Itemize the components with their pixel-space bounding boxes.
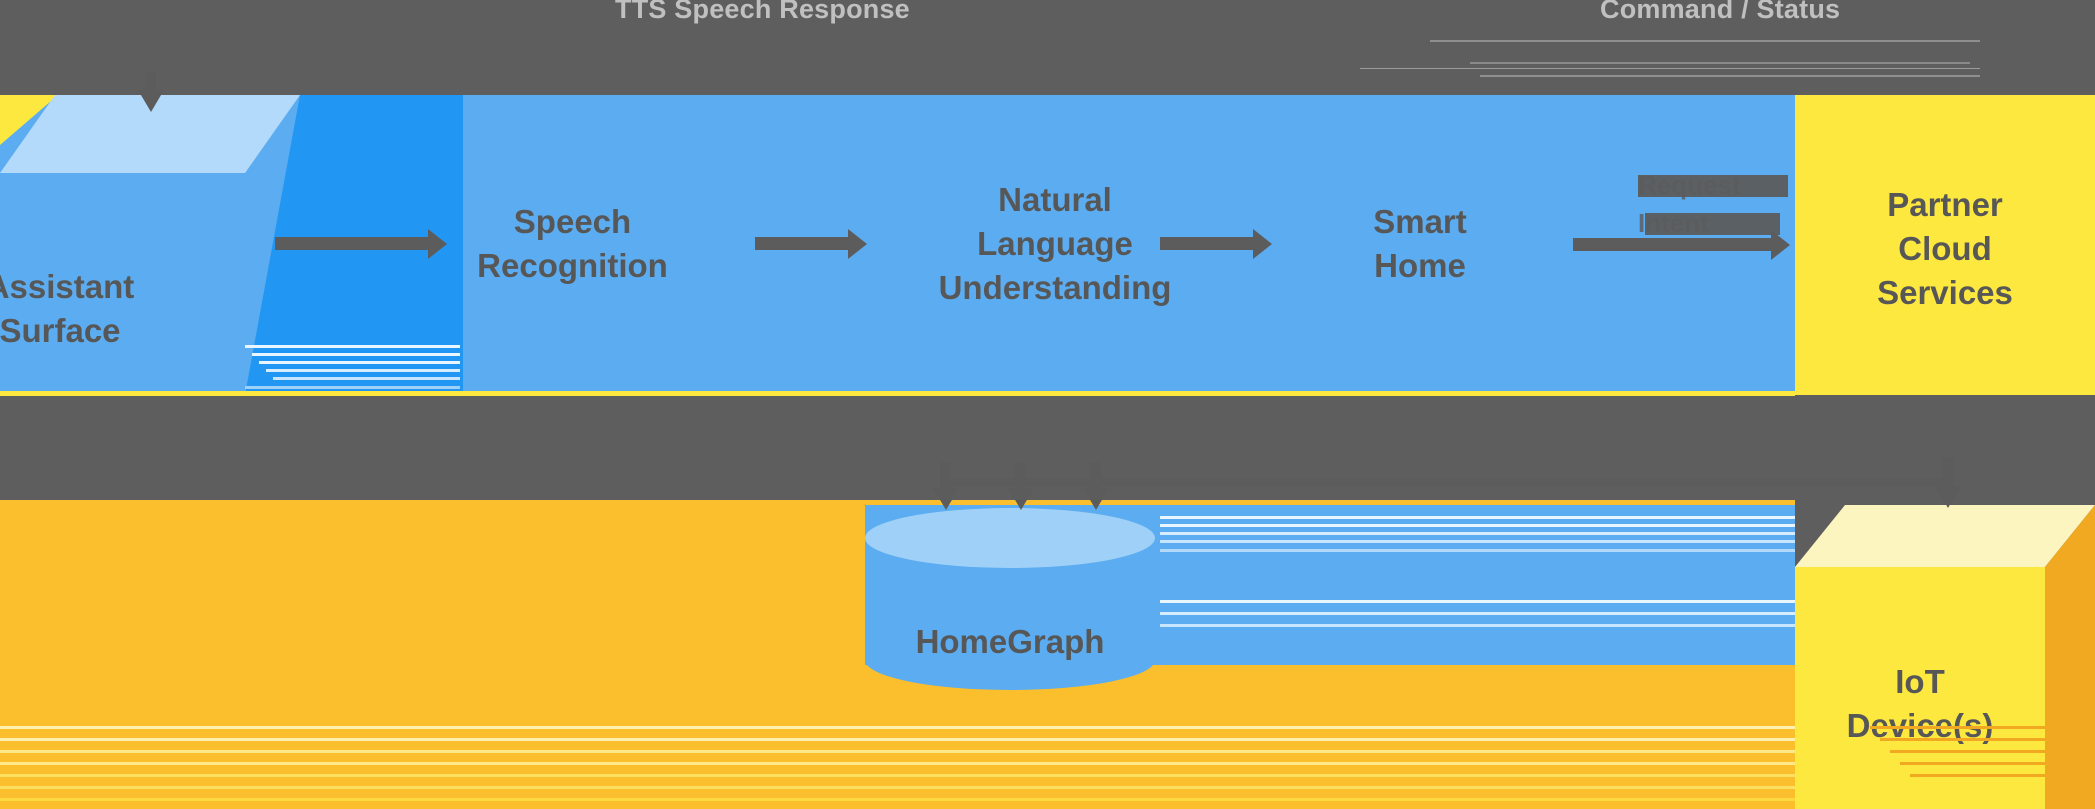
- arrow-into-iot-devices: [1942, 458, 1953, 488]
- artifact-line: [1480, 75, 1980, 77]
- arrow-speech-to-nlu: [755, 237, 850, 250]
- nlu-label: Natural Language Understanding: [938, 181, 1172, 306]
- banner-rule-2: [1360, 68, 1980, 69]
- arrow-nlu-to-smarthome: [1160, 237, 1255, 250]
- cylinder-top-ellipse: [865, 508, 1155, 568]
- iot-devices-label: IoT Device(s): [1846, 663, 1994, 744]
- speech-recognition-label: Speech Recognition: [477, 203, 668, 284]
- arrow-into-assistant-surface: [145, 72, 156, 92]
- partner-cloud-services-box: [1795, 95, 2095, 395]
- iot-cube-top-face: [1795, 505, 2095, 567]
- banner-label-tts-response: TTS Speech Response: [615, 0, 910, 24]
- homegraph-cylinder: HomeGraph: [865, 508, 1155, 690]
- banner-label-command-status: Command / Status: [1600, 0, 1841, 24]
- iot-cube-front-face: [1795, 567, 2045, 809]
- cube-front-face: [0, 173, 245, 395]
- arrow-smarthome-to-partner: [1573, 238, 1773, 251]
- edge-label-request: Request: [1638, 170, 1741, 200]
- banner-rule: [1470, 62, 1970, 64]
- assistant-surface-label: Assistant Surface: [0, 268, 135, 349]
- smart-home-label: Smart Home: [1373, 203, 1467, 284]
- artifact-line: [1430, 40, 1980, 42]
- arrow-into-homegraph-3: [1090, 462, 1101, 490]
- arrow-into-homegraph-2: [1015, 462, 1026, 490]
- arrow-assistant-to-speech: [275, 237, 430, 250]
- homegraph-label: HomeGraph: [915, 623, 1105, 660]
- partner-cloud-services-label: Partner Cloud Services: [1877, 186, 2013, 311]
- edge-label-intent: Intent: [1638, 208, 1709, 238]
- iot-devices-cube: IoT Device(s): [1795, 505, 2095, 809]
- homegraph-connector-rail: [940, 478, 1950, 486]
- arrow-into-homegraph-1: [940, 462, 951, 490]
